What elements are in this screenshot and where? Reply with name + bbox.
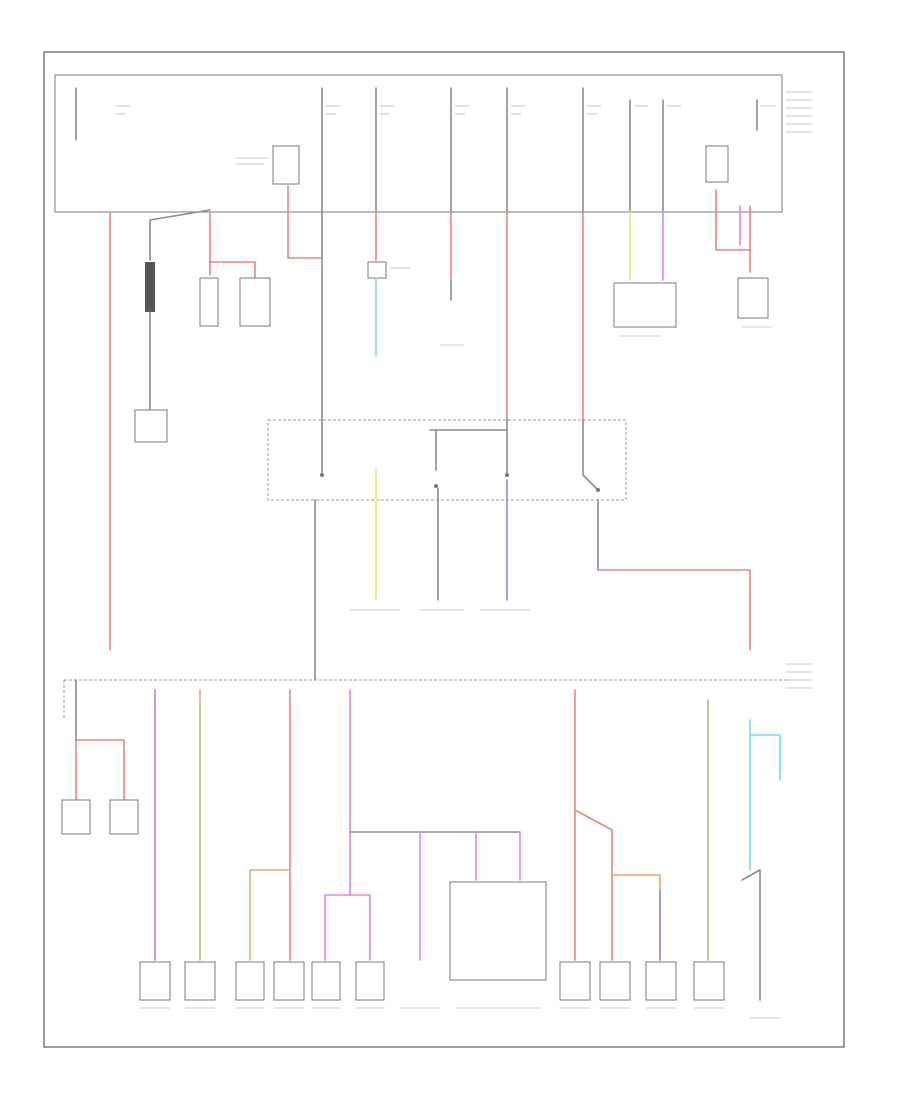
ignition-switch [267, 419, 627, 501]
relay-block-left [272, 145, 300, 185]
fusible-link [145, 262, 155, 312]
power-window-master-switch [449, 881, 547, 981]
relay-block-right [705, 145, 729, 183]
starter-motor [239, 277, 271, 327]
battery-generator-section [134, 209, 271, 443]
upper-branches [287, 185, 769, 421]
lower-branches [61, 679, 781, 1001]
micro-labels [140, 91, 812, 1019]
ignition-switch-contacts [320, 419, 600, 492]
diagram-border [43, 51, 845, 1048]
ignition-outputs [314, 469, 751, 681]
component-upper-right-1 [613, 282, 677, 328]
bottom-fuse-panel [63, 679, 790, 720]
generator [134, 409, 168, 443]
component-upper-right-2 [737, 277, 769, 319]
top-fuse-taps [75, 87, 775, 213]
battery [199, 277, 219, 327]
top-fuse-panel [54, 74, 783, 213]
